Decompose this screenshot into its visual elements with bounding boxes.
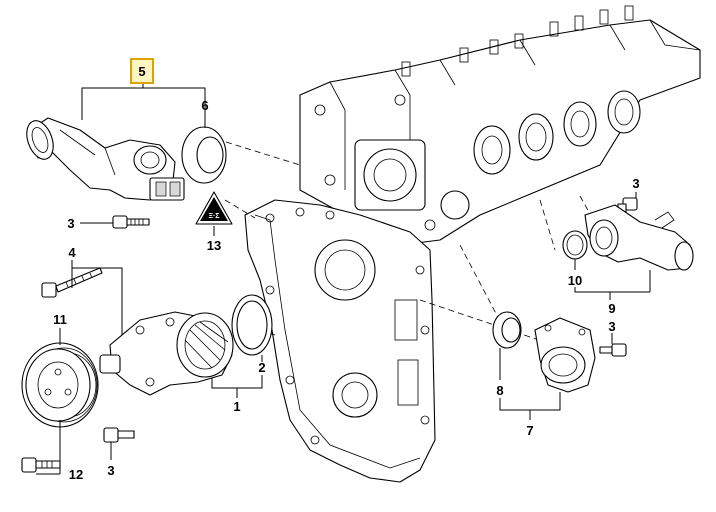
bolt-3-upper-left — [112, 215, 150, 229]
callout-9[interactable]: 9 — [608, 301, 615, 316]
callout-13[interactable]: 13 — [207, 238, 221, 253]
callout-leaders — [36, 83, 651, 475]
cylinder-head — [299, 5, 701, 246]
callout-5-highlight — [130, 58, 154, 84]
callout-5[interactable]: 5 — [138, 64, 145, 79]
bolt-3-right-upper — [617, 197, 638, 213]
callout-4[interactable]: 4 — [68, 245, 76, 260]
callout-12[interactable]: 12 — [69, 467, 83, 482]
callout-11[interactable]: 11 — [53, 312, 67, 327]
thermostat-housing — [26, 117, 185, 201]
callout-6[interactable]: 6 — [201, 98, 208, 113]
callout-2[interactable]: 2 — [258, 360, 265, 375]
seal-ring-6 — [181, 126, 227, 184]
callout-labels: 5 6 3 13 4 11 12 3 2 1 3 10 9 3 8 7 — [53, 58, 640, 482]
callout-3-lower[interactable]: 3 — [107, 463, 114, 478]
gasket-2 — [231, 294, 273, 356]
water-pump-1 — [99, 311, 234, 396]
bolt-3-lower — [103, 427, 135, 443]
seal-ring-8 — [492, 311, 522, 349]
callout-10[interactable]: 10 — [568, 273, 582, 288]
callout-3-right-lower[interactable]: 3 — [608, 319, 615, 334]
housing-elbow-7 — [534, 317, 596, 393]
o-ring-10 — [562, 230, 588, 260]
timing-cover — [244, 199, 436, 483]
callout-1[interactable]: 1 — [233, 399, 240, 414]
bolt-12 — [21, 457, 61, 473]
bolt-3-right-lower — [599, 343, 627, 357]
water-outlet-9 — [584, 204, 694, 271]
callout-7[interactable]: 7 — [526, 423, 533, 438]
warning-label-13: Ξ·Σ — [195, 191, 233, 225]
callout-3-right-upper[interactable]: 3 — [632, 176, 639, 191]
callout-3-upper-left[interactable]: 3 — [67, 216, 74, 231]
bolt-4 — [41, 267, 103, 298]
callout-8[interactable]: 8 — [496, 383, 503, 398]
pulley-11 — [21, 342, 99, 428]
warning-label-text: Ξ·Σ — [208, 213, 219, 220]
